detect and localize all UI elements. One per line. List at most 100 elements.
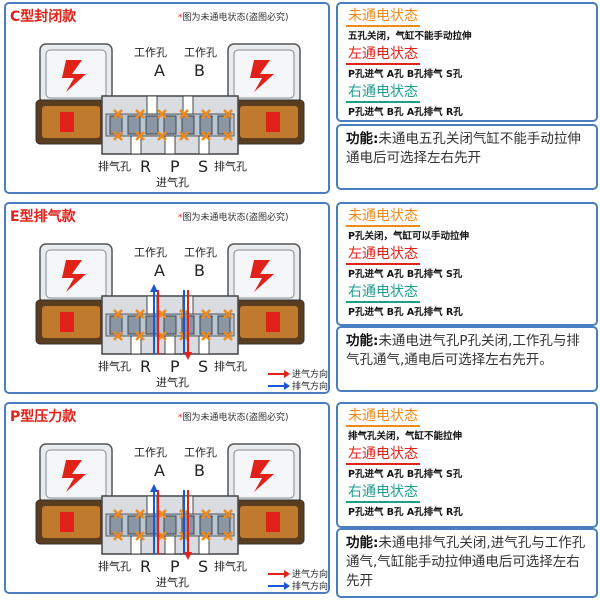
work-port-label: 工作孔: [184, 46, 217, 59]
seals: [113, 109, 233, 141]
status-heading: 右通电状态: [346, 284, 420, 303]
port-p-label: P: [170, 357, 180, 376]
port-a-label: A: [154, 61, 165, 80]
lightning-icon: [250, 460, 274, 492]
status-description: P孔进气 A孔 B孔排气 S孔: [348, 269, 463, 280]
port-b-label: B: [194, 61, 205, 80]
left-solenoid: [39, 443, 113, 505]
status-description: P孔进气 A孔 B孔排气 S孔: [348, 469, 463, 480]
valve-body: [101, 295, 239, 355]
port-p-label: P: [170, 557, 180, 576]
port-s-label: S: [198, 157, 208, 176]
status-heading: 左通电状态: [346, 446, 420, 465]
right-solenoid: [227, 443, 301, 505]
status-heading: 未通电状态: [346, 8, 420, 27]
diagram-note: *图为未通电状态(盗图必究): [178, 13, 289, 23]
function-panel: 功能:未通电五孔关闭气缸不能手动拉伸通电后可选择左右先开: [336, 124, 598, 190]
status-heading: 右通电状态: [346, 84, 420, 103]
function-label: 功能:: [346, 535, 379, 551]
port-b-label: B: [194, 261, 205, 280]
function-label: 功能:: [346, 131, 379, 147]
left-solenoid: [39, 43, 113, 105]
exhaust-port-label: 排气孔: [214, 559, 247, 573]
legend-exhaust-label: 排气方向: [292, 580, 328, 592]
legend-inlet-label: 进气方向: [292, 568, 328, 580]
valve-body: [101, 95, 239, 155]
work-port-label: 工作孔: [134, 246, 167, 259]
status-description: P孔进气 B孔 A孔排气 R孔: [348, 307, 463, 318]
valve-body: [101, 495, 239, 555]
coils: [35, 299, 305, 345]
right-solenoid: [227, 43, 301, 105]
legend-exhaust-label: 排气方向: [292, 380, 328, 392]
coils: [35, 99, 305, 145]
port-b-label: B: [194, 461, 205, 480]
exhaust-port-label: 排气孔: [98, 559, 131, 573]
section-title: P型压力款: [10, 409, 77, 425]
status-heading: 左通电状态: [346, 46, 420, 65]
inlet-port-label: 进气孔: [156, 575, 189, 589]
lightning-icon: [62, 60, 86, 92]
function-text: 未通电五孔关闭气缸不能手动拉伸通电后可选择左右先开: [346, 131, 581, 166]
function-text: 未通电进气孔P孔关闭,工作孔与排气孔通气,通电后可选择左右先开。: [346, 333, 580, 368]
status-heading: 右通电状态: [346, 484, 420, 503]
inlet-port-label: 进气孔: [156, 375, 189, 389]
port-r-label: R: [140, 157, 151, 176]
legend-inlet-label: 进气方向: [292, 368, 328, 380]
lightning-icon: [62, 460, 86, 492]
diagram-note: *图为未通电状态(盗图必究): [178, 413, 289, 423]
port-p-label: P: [170, 157, 180, 176]
lightning-icon: [62, 260, 86, 292]
status-heading: 未通电状态: [346, 208, 420, 227]
function-text: 未通电排气孔关闭,进气孔与工作孔通气,气缸能手动拉伸通电后可选择左右先开: [346, 535, 586, 589]
port-r-label: R: [140, 357, 151, 376]
status-description: 排气孔关闭，气缸不能拉伸: [348, 431, 463, 442]
status-description: 五孔关闭，气缸不能手动拉伸: [348, 31, 472, 42]
diagram-note: *图为未通电状态(盗图必究): [178, 213, 289, 223]
section-title: E型排气款: [10, 209, 76, 225]
status-heading: 左通电状态: [346, 246, 420, 265]
exhaust-port-label: 排气孔: [214, 359, 247, 373]
legend: 进气方向 排气方向: [268, 568, 328, 592]
work-port-label: 工作孔: [134, 46, 167, 59]
legend: 进气方向 排气方向: [268, 368, 328, 392]
exhaust-port-label: 排气孔: [98, 159, 131, 173]
port-a-label: A: [154, 461, 165, 480]
status-description: P孔进气 B孔 A孔排气 R孔: [348, 507, 463, 518]
exhaust-port-label: 排气孔: [98, 359, 131, 373]
right-solenoid: [227, 243, 301, 305]
status-description: P孔进气 B孔 A孔排气 R孔: [348, 107, 463, 118]
function-panel: 功能:未通电进气孔P孔关闭,工作孔与排气孔通气,通电后可选择左右先开。: [336, 326, 598, 392]
work-port-label: 工作孔: [184, 446, 217, 459]
status-panel: 未通电状态五孔关闭，气缸不能手动拉伸左通电状态 P孔进气 A孔 B孔排气 S孔右通…: [336, 2, 598, 122]
coils: [35, 499, 305, 545]
lightning-icon: [250, 60, 274, 92]
function-label: 功能:: [346, 333, 379, 349]
status-description: P孔关闭，气缸可以手动拉伸: [348, 231, 469, 242]
inlet-port-label: 进气孔: [156, 175, 189, 189]
port-r-label: R: [140, 557, 151, 576]
seals: [113, 509, 233, 541]
port-a-label: A: [154, 261, 165, 280]
status-description: P孔进气 A孔 B孔排气 S孔: [348, 69, 463, 80]
status-panel: 未通电状态 P孔关闭，气缸可以手动拉伸左通电状态 P孔进气 A孔 B孔排气 S孔右通…: [336, 202, 598, 326]
flow-arrows: [150, 284, 192, 360]
exhaust-port-label: 排气孔: [214, 159, 247, 173]
work-port-label: 工作孔: [134, 446, 167, 459]
flow-arrows: [150, 484, 192, 560]
lightning-icon: [250, 260, 274, 292]
port-s-label: S: [198, 557, 208, 576]
port-s-label: S: [198, 357, 208, 376]
work-port-label: 工作孔: [184, 246, 217, 259]
function-panel: 功能:未通电排气孔关闭,进气孔与工作孔通气,气缸能手动拉伸通电后可选择左右先开: [336, 528, 598, 598]
